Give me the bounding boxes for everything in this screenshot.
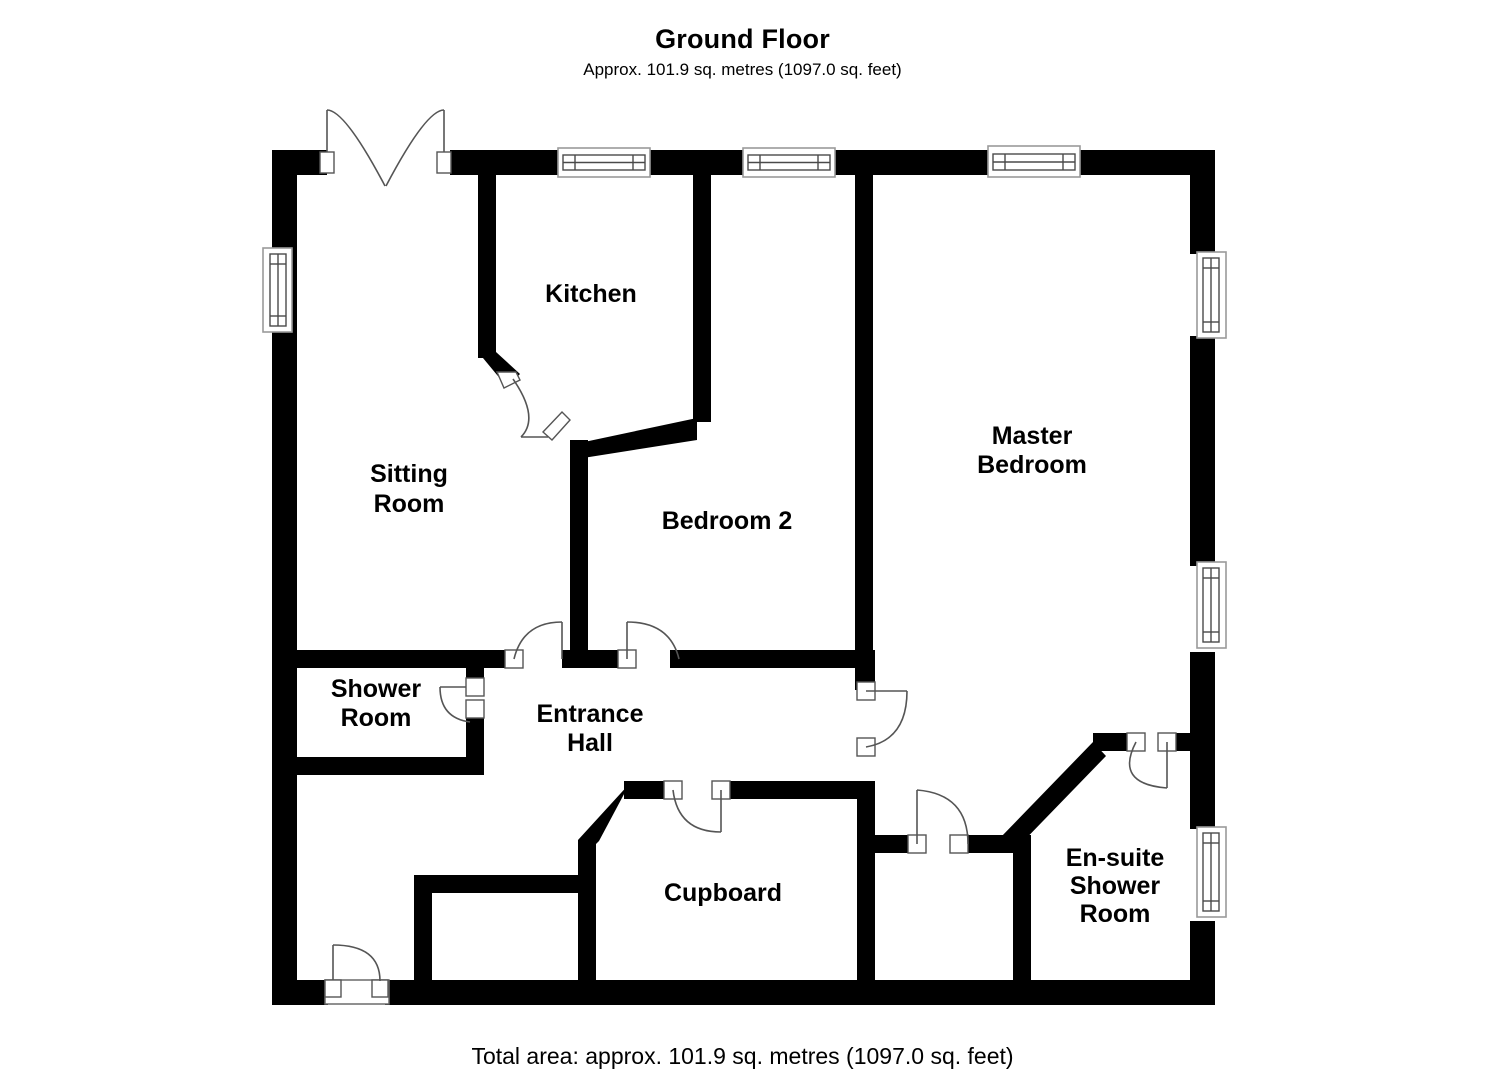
- room-label-kitchen: Kitchen: [545, 280, 637, 308]
- room-label-master-bedroom-line1: Master: [992, 422, 1073, 450]
- room-label-master-bedroom-line2: Bedroom: [977, 451, 1087, 479]
- doors: [319, 109, 1177, 1005]
- interior-walls: [283, 150, 1215, 985]
- window-right-1: [1196, 251, 1227, 339]
- wall-kitchen-left: [478, 150, 496, 358]
- room-label-shower-room-line2: Room: [341, 704, 412, 732]
- window-left-1: [262, 247, 293, 333]
- room-label-entrance-hall-line2: Hall: [567, 729, 613, 757]
- wall-ensuite-diagonal: [1000, 742, 1106, 852]
- wall-hall-step-vertical: [414, 875, 432, 985]
- wall-exterior-top-a: [450, 150, 560, 175]
- wall-master-bottom: [855, 650, 875, 690]
- wall-ensuite-top-a: [1093, 733, 1127, 751]
- page-subtitle: Approx. 101.9 sq. metres (1097.0 sq. fee…: [583, 60, 902, 79]
- total-area-caption: Total area: approx. 101.9 sq. metres (10…: [471, 1043, 1014, 1069]
- wall-cupboard-right: [857, 781, 875, 981]
- window-top-2: [742, 147, 836, 178]
- wall-store-right: [1013, 835, 1031, 981]
- wall-hall-top-c: [670, 650, 875, 668]
- wall-hall-top-a: [283, 650, 505, 668]
- window-top-3: [987, 145, 1081, 178]
- door-master-bedroom: [856, 681, 908, 757]
- door-sitting-room-hall: [504, 621, 563, 669]
- window-top-1: [557, 147, 651, 178]
- window-right-2: [1196, 561, 1227, 649]
- wall-exterior-right-a: [1190, 150, 1215, 254]
- door-kitchen: [495, 371, 571, 441]
- wall-ensuite-top-b: [1176, 733, 1215, 751]
- wall-shower-right-bottom: [466, 715, 484, 770]
- wall-hall-top-b: [562, 650, 618, 668]
- wall-exterior-top-left-stub: [272, 150, 327, 175]
- room-label-ensuite-line3: Room: [1080, 900, 1151, 928]
- wall-bedroom2-master-divider: [855, 160, 873, 660]
- wall-hall-step-horizontal: [414, 875, 584, 893]
- room-label-sitting-room-line2: Room: [374, 490, 445, 518]
- wall-cupboard-top-a: [624, 781, 668, 799]
- wall-shower-bottom: [283, 757, 484, 775]
- room-label-ensuite-line2: Shower: [1070, 872, 1161, 900]
- wall-cupboard-top-b: [730, 781, 875, 799]
- wall-cupboard-left: [578, 840, 596, 980]
- door-ensuite: [1126, 732, 1177, 789]
- page-title: Ground Floor: [655, 24, 830, 54]
- door-front-entrance: [324, 944, 390, 1005]
- room-label-bedroom-2: Bedroom 2: [662, 507, 793, 535]
- exterior-walls: [272, 150, 1215, 1005]
- room-label-cupboard: Cupboard: [664, 879, 782, 907]
- window-right-3: [1196, 826, 1227, 918]
- wall-kitchen-diagonal-right: [570, 418, 697, 458]
- room-label-shower-room-line1: Shower: [331, 675, 422, 703]
- door-shower-room: [439, 677, 485, 723]
- door-cupboard: [663, 780, 731, 833]
- room-label-sitting-room-line1: Sitting: [370, 460, 448, 488]
- door-store-room: [907, 789, 969, 854]
- wall-shower-right-top: [466, 660, 484, 682]
- wall-exterior-bottom-b: [385, 980, 1215, 1005]
- windows: [262, 145, 1227, 918]
- room-label-ensuite-line1: En-suite: [1066, 844, 1165, 872]
- wall-store-top-a: [875, 835, 908, 853]
- wall-exterior-bottom-a: [272, 980, 328, 1005]
- door-bedroom2-hall: [617, 621, 680, 669]
- wall-kitchen-right: [693, 160, 711, 422]
- room-label-entrance-hall-line1: Entrance: [537, 700, 644, 728]
- wall-exterior-right-b: [1190, 336, 1215, 566]
- door-french-sitting-room: [319, 109, 452, 187]
- room-labels: Kitchen Sitting Room Bedroom 2 Master Be…: [331, 280, 1165, 928]
- wall-bedroom2-left: [570, 440, 588, 660]
